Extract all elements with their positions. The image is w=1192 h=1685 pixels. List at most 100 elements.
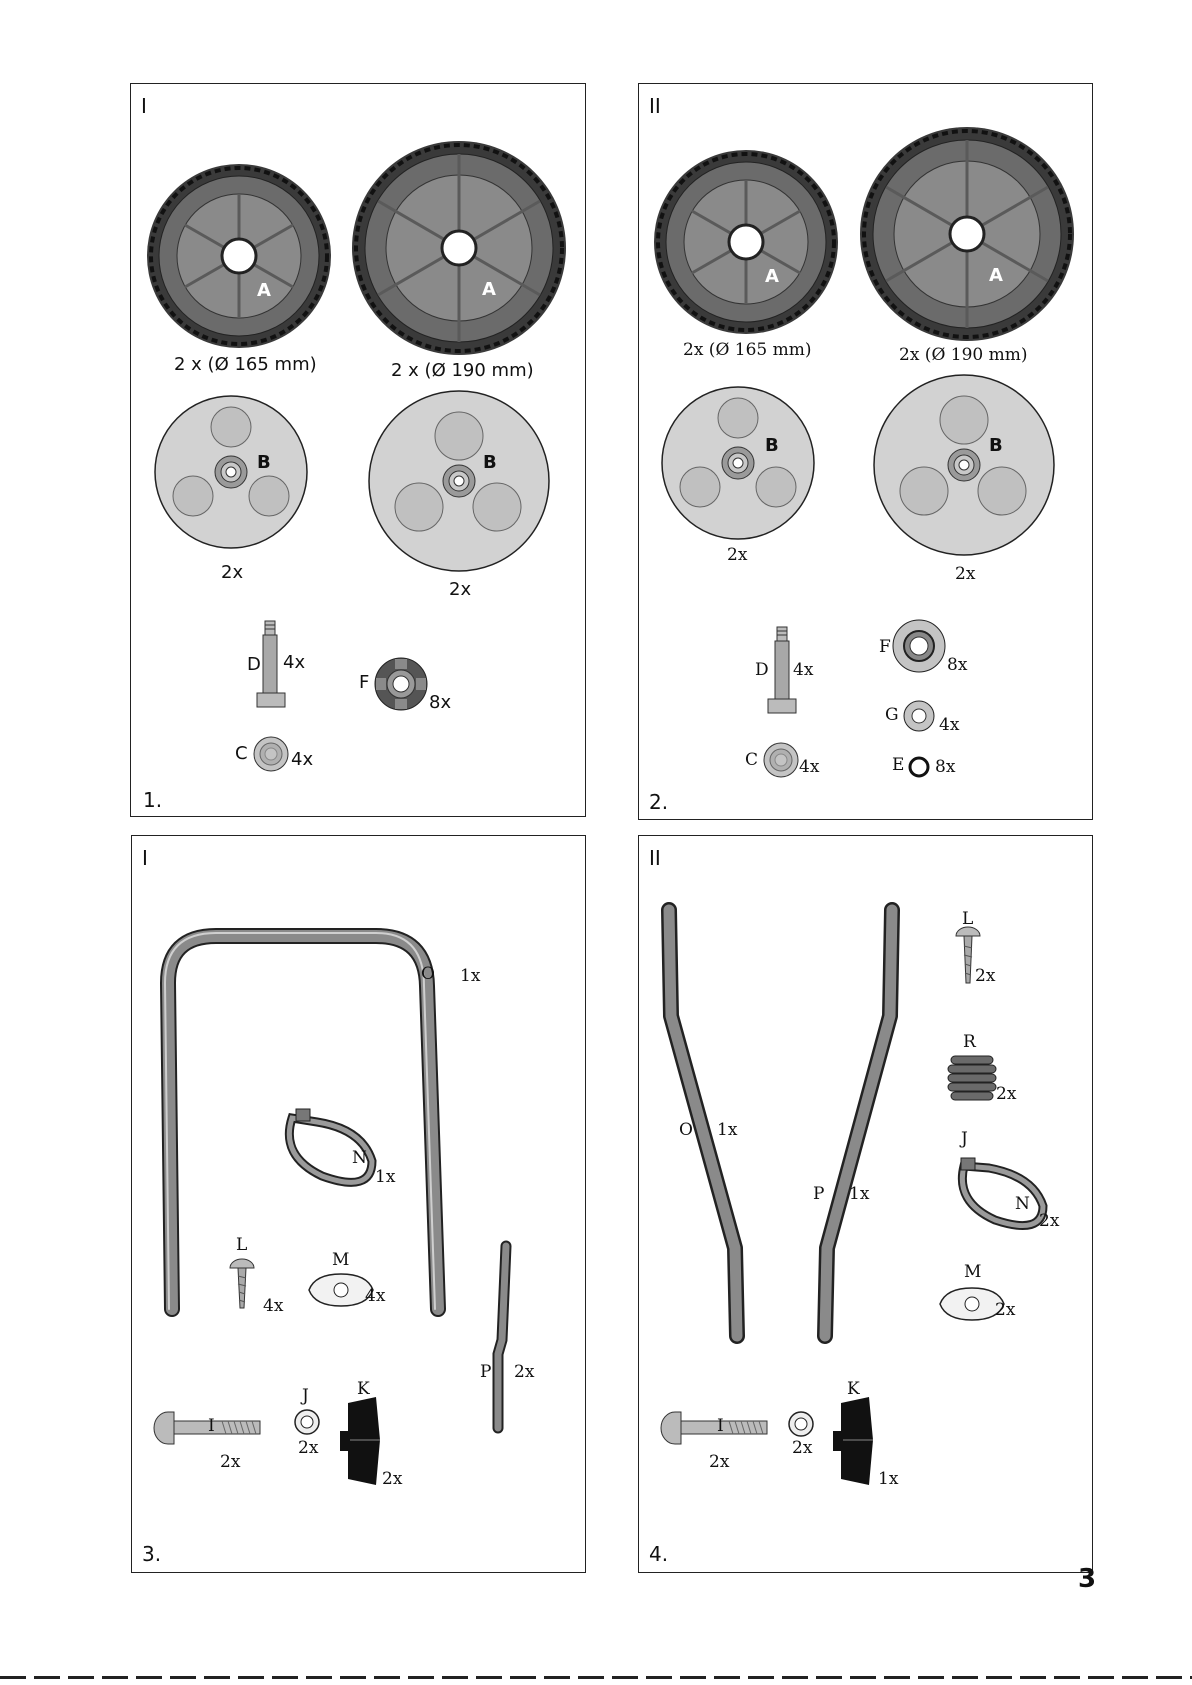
panel-3-roman: I: [142, 848, 148, 868]
panel-1-roman: I: [141, 96, 147, 116]
qty-e: 8x: [935, 759, 955, 776]
plug-r: [948, 1056, 996, 1100]
axle-bolt-d: [768, 627, 796, 713]
panel-3: I O 1x N 1x L 4x M 4x P 2x I 2x J 2x K 2…: [131, 835, 586, 1573]
panel-4-roman: II: [649, 848, 661, 868]
label-p: P: [813, 1186, 824, 1203]
panel-2-number: 2.: [649, 792, 668, 812]
panel-4-number: 4.: [649, 1544, 668, 1564]
label-m: M: [964, 1264, 981, 1281]
tube-p: [498, 1246, 506, 1428]
qty-k: 2x: [382, 1471, 402, 1488]
label-c: C: [745, 752, 758, 769]
label-b2: B: [483, 454, 497, 472]
label-g: G: [885, 707, 899, 724]
label-i: I: [208, 1418, 215, 1435]
qty-o: 1x: [717, 1122, 737, 1139]
size-165: 2 x (Ø 165 mm): [174, 356, 317, 374]
page-number: 3: [1078, 1564, 1096, 1594]
wheel-small-a: [654, 150, 838, 334]
wheel-small-a: [147, 164, 331, 348]
panel-3-number: 3.: [142, 1544, 161, 1564]
panel-1: I A A 2 x (Ø 165 mm) 2 x (Ø 190 mm) B B …: [130, 83, 586, 817]
disc-small-b: [155, 396, 307, 548]
label-l: L: [962, 911, 973, 928]
carriage-bolt-i: [661, 1412, 767, 1444]
qty-j: 2x: [298, 1440, 318, 1457]
label-j: J: [961, 1131, 968, 1148]
label-p: P: [480, 1364, 491, 1381]
qty-f: 8x: [947, 657, 967, 674]
qty-n: 1x: [375, 1169, 395, 1186]
panel-1-number: 1.: [143, 790, 162, 810]
disc-small-b: [662, 387, 814, 539]
qty-b2: 2x: [449, 581, 471, 599]
qty-j: 2x: [792, 1440, 812, 1457]
carriage-bolt-i: [154, 1412, 260, 1444]
qty-b1: 2x: [727, 547, 747, 564]
knob-k: [340, 1397, 380, 1485]
qty-c: 4x: [799, 759, 819, 776]
label-a2: A: [482, 281, 496, 299]
qty-g: 4x: [939, 717, 959, 734]
qty-f: 8x: [429, 694, 451, 712]
panel-3-illustration: [132, 836, 587, 1574]
size-165: 2x (Ø 165 mm): [683, 342, 812, 359]
label-f: F: [879, 639, 891, 656]
label-j: J: [302, 1388, 309, 1405]
qty-d: 4x: [283, 654, 305, 672]
label-b1: B: [765, 437, 779, 455]
label-e: E: [892, 757, 904, 774]
wheel-large-a: [860, 127, 1074, 341]
nut-m: [309, 1274, 373, 1306]
washer-f: [893, 620, 945, 672]
wheel-large-a: [352, 141, 566, 355]
qty-m: 2x: [995, 1302, 1015, 1319]
panel-2-roman: II: [649, 96, 661, 116]
label-c: C: [235, 745, 248, 763]
strap-n: [961, 1158, 1043, 1226]
screw-l: [230, 1259, 254, 1308]
qty-r: 2x: [996, 1086, 1016, 1103]
label-b2: B: [989, 437, 1003, 455]
qty-b1: 2x: [221, 564, 243, 582]
tube-p: [825, 910, 892, 1336]
label-f: F: [359, 674, 369, 692]
label-m: M: [332, 1252, 349, 1269]
qty-c: 4x: [291, 751, 313, 769]
washer-j: [789, 1412, 813, 1436]
panel-2-illustration: [639, 84, 1094, 821]
label-o: O: [421, 966, 435, 983]
label-l: L: [236, 1237, 247, 1254]
label-a1: A: [257, 282, 271, 300]
size-190: 2x (Ø 190 mm): [899, 347, 1028, 364]
qty-i: 2x: [709, 1454, 729, 1471]
qty-m: 4x: [365, 1288, 385, 1305]
washer-g: [904, 701, 934, 731]
qty-p: 1x: [849, 1186, 869, 1203]
label-k: K: [357, 1381, 370, 1398]
cap-c: [254, 737, 288, 771]
panel-2: II A A 2x (Ø 165 mm) 2x (Ø 190 mm) B B 2…: [638, 83, 1093, 820]
label-i: I: [717, 1418, 724, 1435]
label-d: D: [247, 656, 261, 674]
qty-b2: 2x: [955, 566, 975, 583]
qty-l: 2x: [975, 968, 995, 985]
bottom-dashed-rule: [0, 1676, 1192, 1679]
qty-l: 4x: [263, 1298, 283, 1315]
qty-n: 2x: [1039, 1213, 1059, 1230]
qty-i: 2x: [220, 1454, 240, 1471]
nut-f: [375, 658, 427, 710]
qty-p: 2x: [514, 1364, 534, 1381]
ring-e: [910, 758, 928, 776]
disc-large-b: [874, 375, 1054, 555]
strap-n: [289, 1109, 372, 1182]
label-o: O: [679, 1122, 693, 1139]
qty-k: 1x: [878, 1471, 898, 1488]
panel-1-illustration: [131, 84, 587, 818]
label-a1: A: [765, 268, 779, 286]
label-a2: A: [989, 267, 1003, 285]
label-d: D: [755, 662, 769, 679]
knob-k: [833, 1397, 873, 1485]
label-n: N: [1015, 1196, 1030, 1213]
